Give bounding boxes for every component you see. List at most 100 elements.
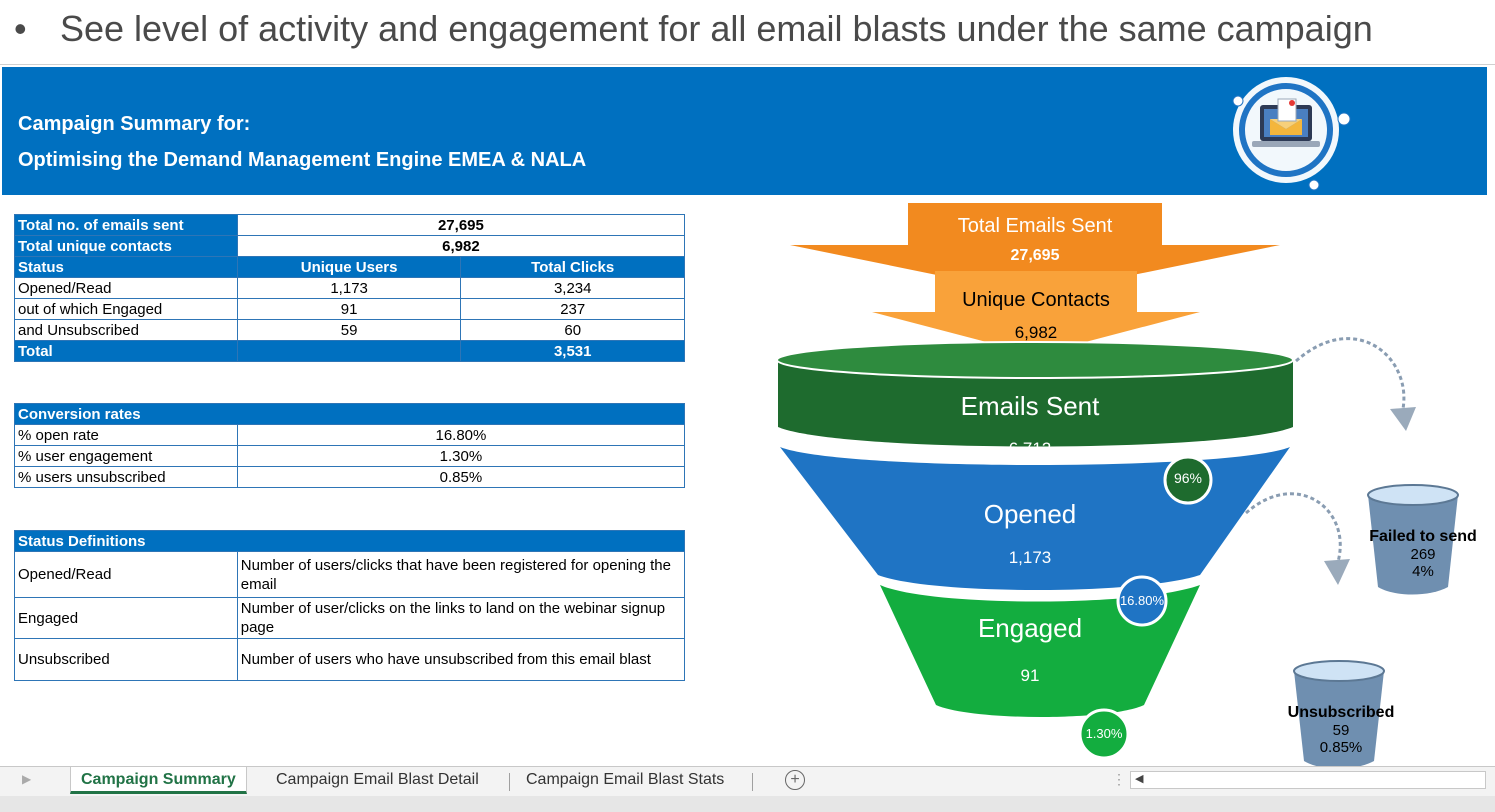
opened-value: 1,173 xyxy=(1008,548,1052,567)
total-value[interactable]: 3,531 xyxy=(460,340,685,362)
status-cell[interactable]: out of which Engaged xyxy=(14,298,238,320)
funnel-graphic xyxy=(776,203,1459,769)
definition-desc[interactable]: Number of users who have unsubscribed fr… xyxy=(236,638,686,681)
clicks-cell[interactable]: 3,234 xyxy=(460,277,685,299)
definition-term[interactable]: Engaged xyxy=(14,597,238,639)
unsub-bucket xyxy=(1294,671,1384,769)
table-row: % open rate 16.80% xyxy=(14,424,686,446)
unique-contacts-arrow xyxy=(872,271,1200,355)
scroll-left-icon[interactable]: ▶ xyxy=(22,772,32,786)
tab-separator xyxy=(752,773,753,791)
email-funnel-diagram: Total Emails Sent 27,695 Unique Contacts… xyxy=(760,195,1495,775)
engaged-label: Engaged xyxy=(977,613,1083,643)
users-cell[interactable]: 1,173 xyxy=(236,277,462,299)
unsub-bucket-rim xyxy=(1293,660,1385,682)
total-emails-label: Total no. of emails sent xyxy=(14,214,238,236)
sent-pct-badge xyxy=(1163,455,1213,505)
unique-users-header: Unique Users xyxy=(236,256,462,278)
opened-pct-badge xyxy=(1116,575,1168,627)
rate-label[interactable]: % open rate xyxy=(14,424,238,446)
clicks-cell[interactable]: 237 xyxy=(460,298,685,320)
failed-curve-arrow xyxy=(1295,337,1406,421)
rate-label[interactable]: % users unsubscribed xyxy=(14,466,238,488)
rate-value[interactable]: 16.80% xyxy=(236,424,686,446)
unsub-curve-arrow xyxy=(1245,492,1342,574)
table-row: % users unsubscribed 0.85% xyxy=(14,466,686,488)
split-handle-icon[interactable]: ⋮ xyxy=(1112,771,1126,787)
unique-contacts-label: Unique Contacts xyxy=(962,289,1110,311)
opened-pct: 16.80% xyxy=(1119,593,1165,608)
engaged-band xyxy=(880,585,1200,717)
rate-value[interactable]: 0.85% xyxy=(236,466,686,488)
emails-sent-value: 6,712 xyxy=(1008,439,1052,458)
failed-pct: 4% xyxy=(1412,563,1434,580)
rate-value[interactable]: 1.30% xyxy=(236,445,686,467)
table-row: out of which Engaged 91 237 xyxy=(14,298,685,320)
status-cell[interactable]: Opened/Read xyxy=(14,277,238,299)
status-cell[interactable]: and Unsubscribed xyxy=(14,319,238,341)
definition-desc[interactable]: Number of user/clicks on the links to la… xyxy=(236,597,686,639)
tab-email-blast-stats[interactable]: Campaign Email Blast Stats xyxy=(526,771,725,788)
emails-sent-label: Emails Sent xyxy=(960,391,1100,421)
table-row: % user engagement 1.30% xyxy=(14,445,686,467)
unsub-pct: 0.85% xyxy=(1319,739,1363,756)
table-row: Opened/Read 1,173 3,234 xyxy=(14,277,685,299)
opened-label: Opened xyxy=(983,499,1077,529)
definition-term[interactable]: Opened/Read xyxy=(14,551,238,598)
plus-circle-icon[interactable]: + xyxy=(785,770,805,790)
unsub-title: Unsubscribed xyxy=(1287,704,1395,721)
table-row: and Unsubscribed 59 60 xyxy=(14,319,685,341)
unique-contacts-label: Total unique contacts xyxy=(14,235,238,257)
total-label: Total xyxy=(14,340,238,362)
sheet-tab-bar: ▶ Campaign Summary Campaign Email Blast … xyxy=(0,766,1495,796)
emails-sent-pct: 96% xyxy=(1173,470,1203,486)
total-empty-cell xyxy=(236,340,462,362)
campaign-banner: Campaign Summary for: Optimising the Dem… xyxy=(2,67,1487,195)
failed-title: Failed to send xyxy=(1369,528,1477,545)
failed-bucket-rim xyxy=(1367,484,1459,506)
unique-contacts-value: 6,982 xyxy=(1014,323,1058,342)
total-sent-label: Total Emails Sent xyxy=(957,215,1113,237)
email-laptop-icon xyxy=(1232,77,1351,191)
failed-value: 269 xyxy=(1410,546,1436,563)
spreadsheet-area: Campaign Summary for: Optimising the Dem… xyxy=(0,64,1495,769)
rate-label[interactable]: % user engagement xyxy=(14,445,238,467)
unsub-bucket-label: Unsubscribed 59 0.85% xyxy=(1278,704,1404,756)
failed-bucket xyxy=(1368,495,1458,595)
horizontal-scrollbar[interactable]: ◀ xyxy=(1130,771,1486,789)
engaged-pct-badge xyxy=(1078,708,1130,760)
total-emails-value[interactable]: 27,695 xyxy=(236,214,686,236)
engaged-pct: 1.30% xyxy=(1085,726,1123,741)
definition-desc[interactable]: Number of users/clicks that have been re… xyxy=(236,551,686,598)
opened-band xyxy=(780,447,1290,590)
users-cell[interactable]: 91 xyxy=(236,298,462,320)
status-strip xyxy=(0,796,1495,812)
slide-heading: See level of activity and engagement for… xyxy=(60,8,1373,49)
emails-sent-band xyxy=(778,360,1293,447)
unique-contacts-value[interactable]: 6,982 xyxy=(236,235,686,257)
funnel-rim xyxy=(776,341,1294,379)
banner-campaign-name: Optimising the Demand Management Engine … xyxy=(18,149,587,171)
tab-campaign-summary[interactable]: Campaign Summary xyxy=(70,767,247,794)
total-sent-value: 27,695 xyxy=(1010,247,1060,264)
tab-email-blast-detail[interactable]: Campaign Email Blast Detail xyxy=(276,771,479,788)
tab-separator xyxy=(509,773,510,791)
engaged-value: 91 xyxy=(1020,666,1040,685)
failed-bucket-label: Failed to send 269 4% xyxy=(1360,528,1486,580)
status-header: Status xyxy=(14,256,238,278)
scroll-left-arrow-icon[interactable]: ◀ xyxy=(1135,773,1144,785)
unsub-value: 59 xyxy=(1332,722,1350,739)
table-row: Opened/Read Number of users/clicks that … xyxy=(14,551,686,598)
users-cell[interactable]: 59 xyxy=(236,319,462,341)
definitions-table: Status Definitions Opened/Read Number of… xyxy=(14,530,686,681)
conversion-table: Conversion rates % open rate 16.80% % us… xyxy=(14,403,686,488)
unsub-arrow-head xyxy=(1324,559,1350,585)
total-sent-arrow xyxy=(790,203,1280,295)
failed-arrow-head xyxy=(1390,407,1416,431)
bullet-glyph: • xyxy=(14,8,27,49)
slide-bullet-text: • See level of activity and engagement fo… xyxy=(14,8,1373,50)
definition-term[interactable]: Unsubscribed xyxy=(14,638,238,681)
summary-table: Total no. of emails sent 27,695 Total un… xyxy=(14,214,686,362)
clicks-cell[interactable]: 60 xyxy=(460,319,685,341)
banner-title: Campaign Summary for: xyxy=(18,113,251,135)
